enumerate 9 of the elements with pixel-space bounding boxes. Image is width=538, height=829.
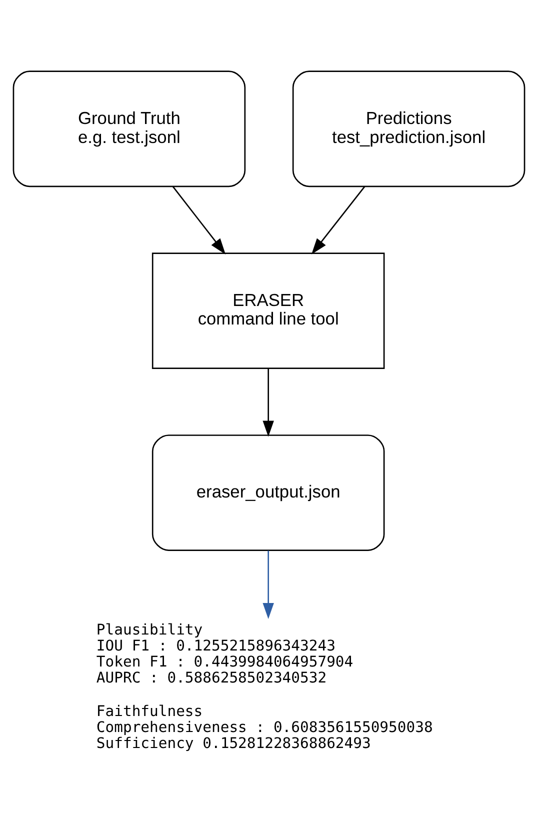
node-box: eraser_output.json [152, 434, 385, 551]
node-box: Predictions test_prediction.jsonl [292, 70, 526, 188]
arrow [311, 186, 366, 254]
node-box: ERASER command line tool [152, 252, 385, 370]
arrow [262, 550, 274, 620]
arrow [172, 186, 226, 254]
node-box: Ground Truth e.g. test.jsonl [12, 70, 246, 188]
node-text: Plausibility IOU F1 : 0.1255215896343243 Token F1 : 0.4439984064957904 AUPRC : 0.5886258502340532 Faithfulness Comprehensiveness : 0.6083561550950038 Sufficiency 0.15281228368862493 [96, 621, 433, 752]
arrow [262, 368, 274, 437]
